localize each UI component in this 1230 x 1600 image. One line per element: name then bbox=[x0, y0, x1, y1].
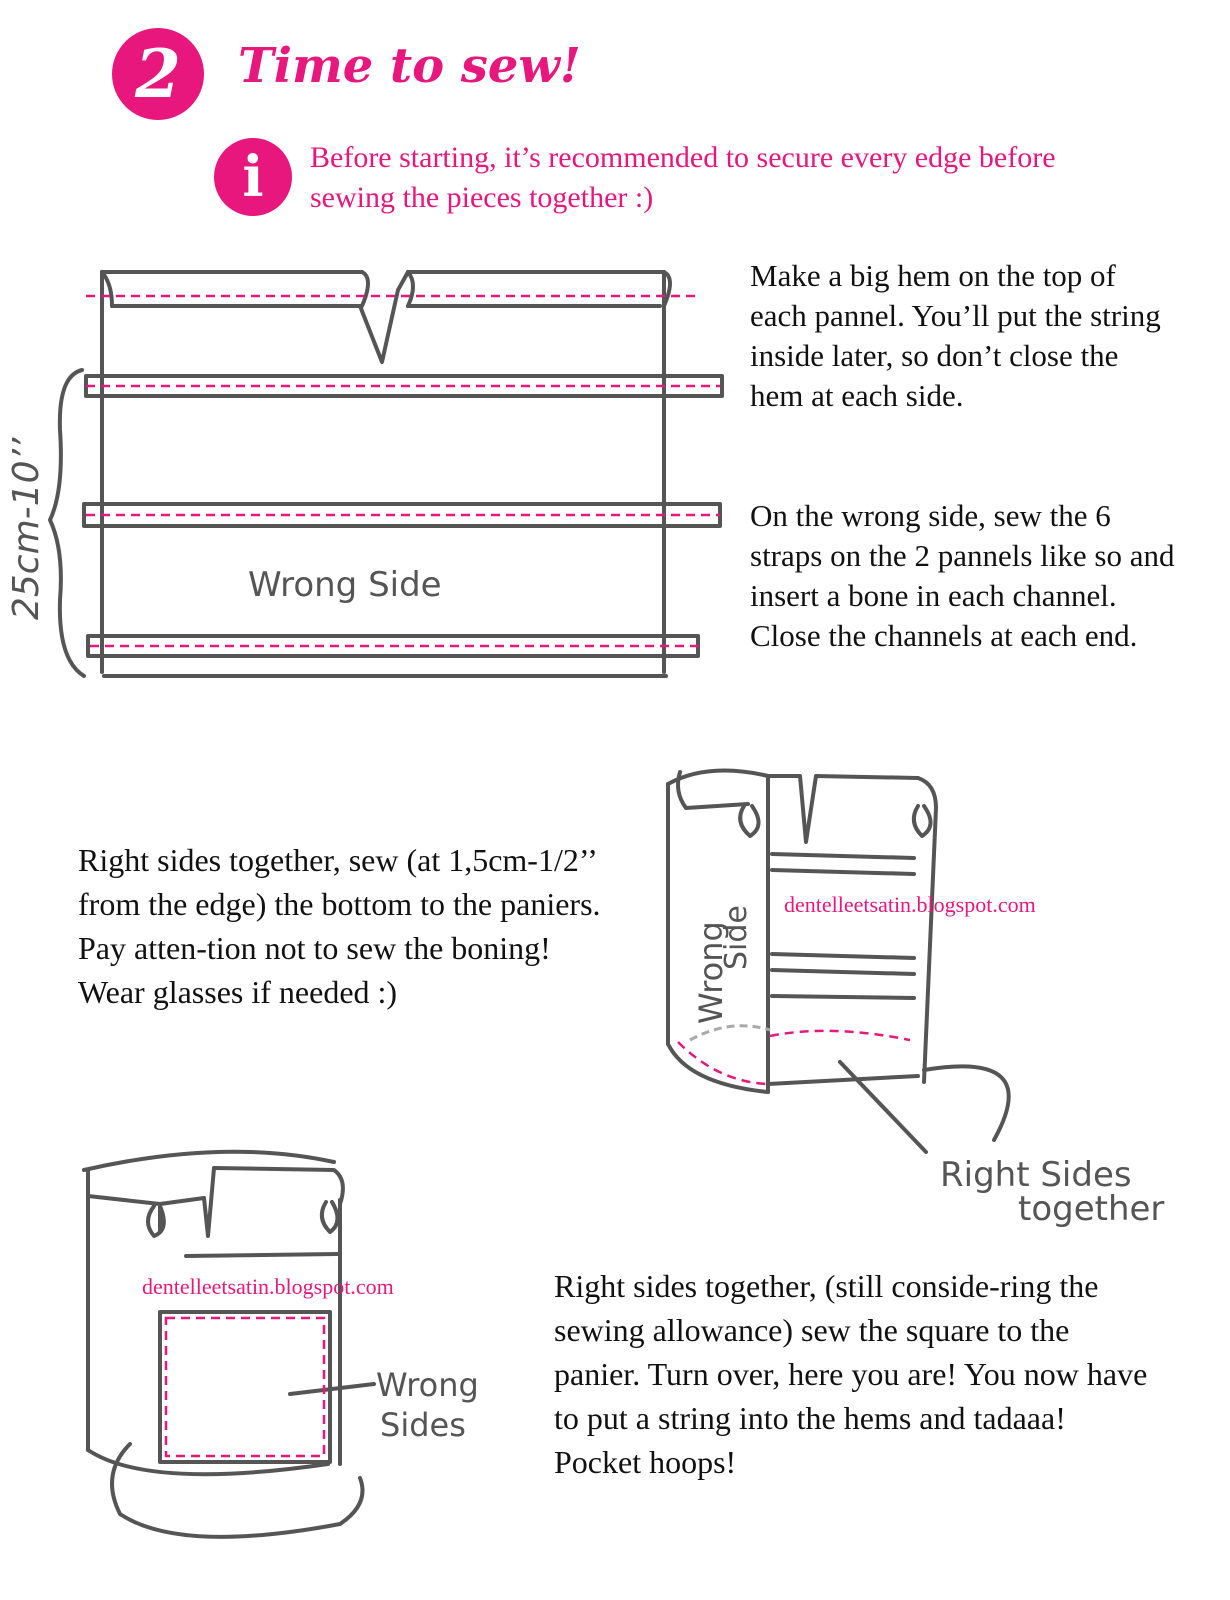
straps-instruction: On the wrong side, sew the 6 straps on t… bbox=[750, 498, 1175, 653]
pocket-square-diagram bbox=[82, 1149, 376, 1539]
square-instruction: Right sides together, (still conside-rin… bbox=[554, 1268, 1148, 1480]
handwritten-labels: 25cm-10’’ Wrong Side Wrong Side Right Si… bbox=[6, 437, 1164, 1444]
blog-watermark: dentelleetsatin.blogspot.com bbox=[784, 892, 1036, 917]
wrong-label-1: Wrong bbox=[692, 921, 730, 1024]
hem-instruction: Make a big hem on the top of each pannel… bbox=[750, 258, 1161, 413]
together-label: together bbox=[1018, 1189, 1164, 1229]
page-title: Time to sew! bbox=[238, 38, 581, 94]
panier-bottom-diagram bbox=[666, 768, 1011, 1154]
blog-watermark: dentelleetsatin.blogspot.com bbox=[142, 1274, 394, 1299]
measure-label: 25cm-10’’ bbox=[6, 437, 47, 620]
wrong-side-label: Wrong Side bbox=[248, 565, 442, 605]
step-number-badge: 2 bbox=[112, 28, 204, 120]
sides-label-2: Sides bbox=[380, 1406, 466, 1444]
panel-diagram bbox=[48, 270, 724, 678]
info-tip: Before starting, it’s recommended to sec… bbox=[310, 141, 1056, 214]
info-icon: i bbox=[214, 138, 292, 216]
wrong-label-2: Wrong bbox=[376, 1366, 479, 1404]
right-sides-label: Right Sides bbox=[940, 1155, 1132, 1195]
side-label-1: Side bbox=[719, 905, 754, 970]
bottom-instruction: Right sides together, sew (at 1,5cm-1/2’… bbox=[78, 842, 601, 1010]
